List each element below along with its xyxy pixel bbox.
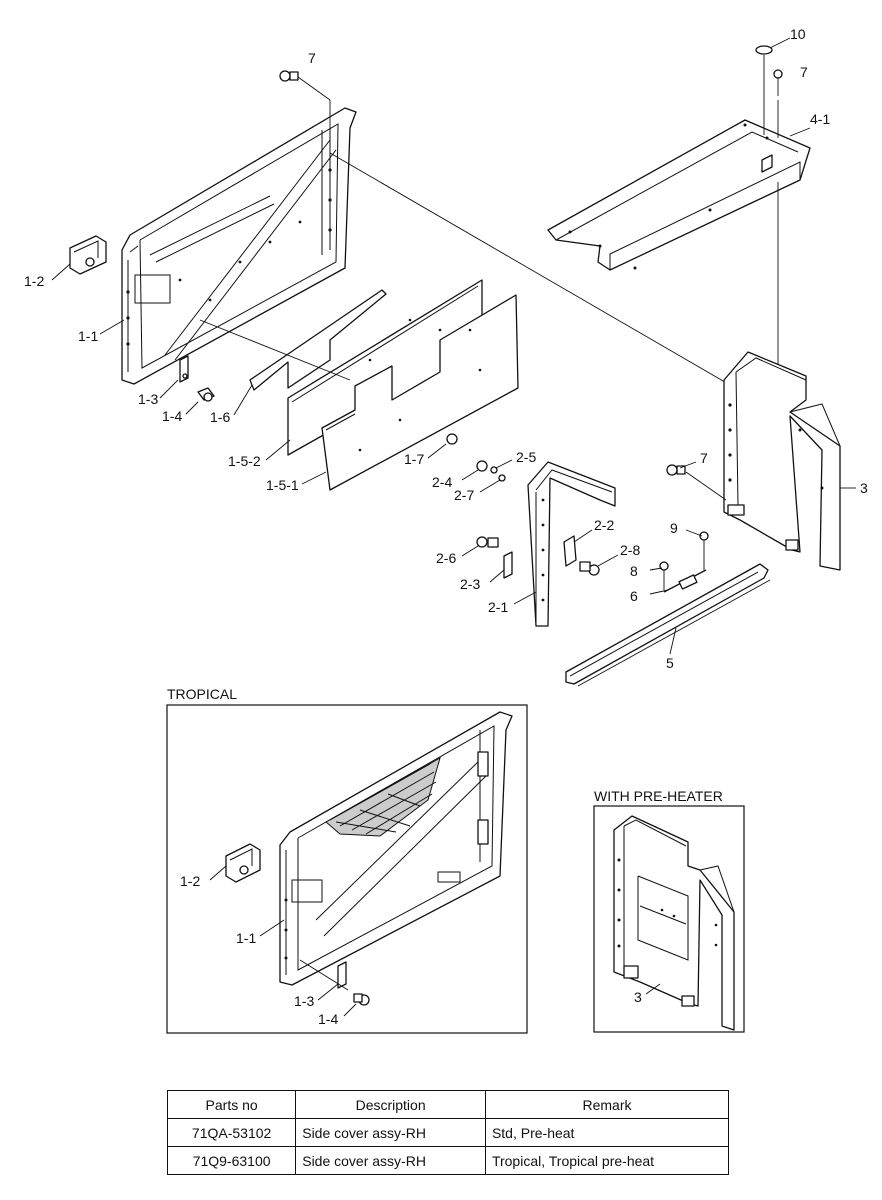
preheater-inset-frame	[593, 805, 745, 1033]
label: 1-3	[294, 993, 314, 1009]
cell-parts-no: 71QA-53102	[166, 1118, 297, 1147]
label: 1-5-1	[266, 477, 299, 493]
label: 1-1	[78, 328, 98, 344]
cell-remark: Tropical, Tropical pre-heat	[484, 1146, 730, 1175]
top-plate-4-1	[547, 119, 811, 271]
bolt-9	[699, 531, 709, 570]
clip-1-7	[446, 433, 458, 445]
bolt-1-4	[197, 387, 215, 402]
cell-description: Side cover assy-RH	[295, 1118, 486, 1147]
plate-2-3	[503, 551, 513, 579]
tropical-latch	[225, 843, 261, 883]
label: 1-6	[210, 409, 230, 425]
label: 2-2	[594, 517, 614, 533]
tropical-inset-frame	[166, 704, 528, 1034]
side-cover-panel	[121, 107, 357, 385]
label: 1-2	[24, 273, 44, 289]
label: 1-4	[318, 1011, 338, 1027]
label: 1-2	[180, 873, 200, 889]
bracket-1-3	[179, 355, 189, 383]
rail-5	[565, 563, 771, 687]
label: 1-3	[138, 391, 158, 407]
table-header-row: Parts no Description Remark	[166, 1090, 730, 1119]
preheater-leader	[645, 983, 661, 995]
bracket-2-1	[527, 461, 616, 627]
duct-3	[723, 351, 841, 571]
label: 1-5-2	[228, 453, 261, 469]
bolt-7-right	[773, 69, 783, 138]
bolt-2-6	[476, 536, 499, 548]
label: 2-3	[460, 576, 480, 592]
label: 2-5	[516, 449, 536, 465]
table-row: 71Q9-63100 Side cover assy-RH Tropical, …	[166, 1146, 730, 1175]
label: 5	[666, 655, 674, 671]
label: 1-4	[162, 408, 182, 424]
label: 7	[700, 450, 708, 466]
label: 4-1	[810, 111, 830, 127]
bolt-2-8	[579, 561, 600, 576]
tropical-leaders	[209, 865, 357, 1017]
preheater-title: WITH PRE-HEATER	[594, 788, 723, 804]
label: 9	[670, 520, 678, 536]
parts-table: Parts no Description Remark 71QA-53102 S…	[166, 1090, 730, 1175]
main-labels: 7 1-2 1-1 1-3 1-4 1-6 1-5-2 1-5-1 1-7 10…	[24, 26, 868, 671]
label: 8	[630, 563, 638, 579]
insulation-1-6	[249, 289, 387, 391]
tropical-title: TROPICAL	[167, 686, 238, 702]
cell-parts-no: 71Q9-63100	[166, 1146, 297, 1175]
label: 2-1	[488, 599, 508, 615]
label: 10	[790, 26, 806, 42]
label: 7	[800, 64, 808, 80]
tropical-bolt	[353, 993, 370, 1006]
table-row: 71QA-53102 Side cover assy-RH Std, Pre-h…	[166, 1118, 730, 1147]
label: 2-8	[620, 542, 640, 558]
label: 2-7	[454, 487, 474, 503]
label: 3	[634, 989, 642, 1005]
label: 1-1	[236, 930, 256, 946]
bolt-7-mid	[666, 464, 727, 501]
cap-10	[755, 45, 773, 55]
tropical-labels: 1-2 1-1 1-3 1-4	[180, 873, 338, 1027]
plate-2-2	[563, 535, 577, 567]
rod-6	[663, 569, 707, 593]
latch-1-2	[69, 235, 107, 275]
label: 2-6	[436, 550, 456, 566]
label: 3	[860, 480, 868, 496]
header-description: Description	[295, 1090, 486, 1119]
label: 2-4	[432, 474, 452, 490]
washer-2-7	[498, 474, 506, 482]
bolt-8	[659, 561, 669, 590]
bolt-2-4	[476, 460, 488, 472]
preheater-duct	[613, 815, 735, 1031]
header-remark: Remark	[484, 1090, 730, 1119]
cell-description: Side cover assy-RH	[295, 1146, 486, 1175]
cell-remark: Std, Pre-heat	[484, 1118, 730, 1147]
tropical-side-cover	[279, 711, 513, 986]
label: 1-7	[404, 451, 424, 467]
leader-lines	[51, 37, 856, 655]
label: 6	[630, 588, 638, 604]
label: 7	[308, 50, 316, 66]
tropical-bracket	[337, 961, 347, 989]
bolt-7-top	[279, 70, 331, 148]
washer-2-5	[490, 466, 498, 474]
header-parts-no: Parts no	[166, 1090, 297, 1119]
insulation-1-5-1	[321, 294, 519, 491]
